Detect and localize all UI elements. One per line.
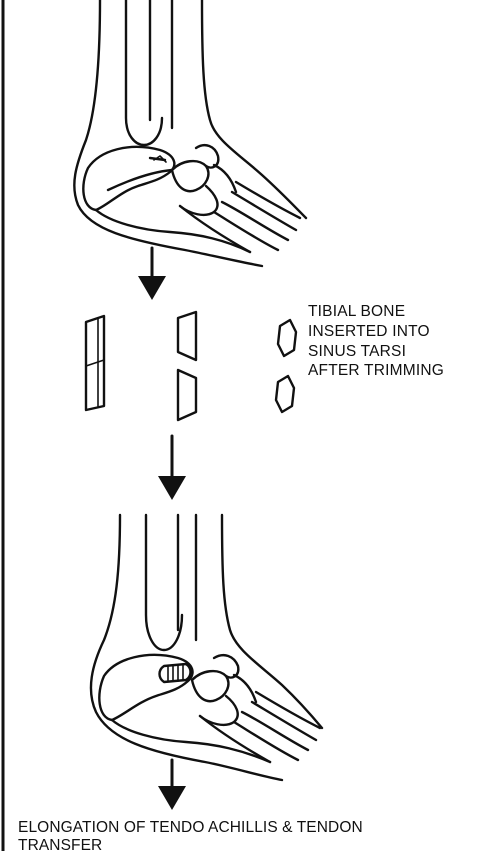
foot-illustration-after (91, 515, 322, 780)
down-arrow-icon (158, 436, 186, 500)
graft-label-line3: SINUS TARSI (308, 343, 406, 360)
foot-illustration-before (74, 0, 306, 266)
graft-pieces-split (178, 312, 196, 420)
graft-label-line1: TIBIAL BONE (308, 303, 405, 320)
caption-line1: ELONGATION OF TENDO ACHILLIS & TENDON (18, 819, 363, 836)
graft-label-line4: AFTER TRIMMING (308, 362, 444, 379)
down-arrow-icon (138, 248, 166, 300)
down-arrow-icon (158, 760, 186, 810)
graft-label-line2: INSERTED INTO (308, 323, 430, 340)
graft-pieces-trimmed (276, 320, 296, 412)
tibial-bone-graft-strip (86, 316, 104, 410)
caption-line2: TRANSFER (18, 837, 102, 851)
